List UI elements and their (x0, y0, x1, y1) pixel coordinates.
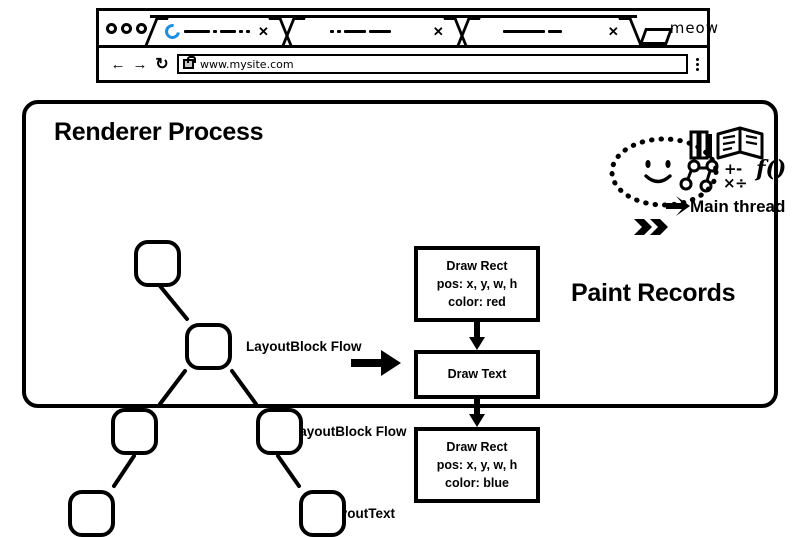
tree-node-root[interactable] (134, 240, 181, 287)
browser-toolbar: ← → ↻ www.mysite.com (99, 48, 707, 80)
function-icon: f() (754, 156, 786, 182)
diagram-canvas: ✕ ✕ (22, 8, 786, 537)
tab-1-title-placeholder (184, 25, 250, 39)
tab-3-close-icon[interactable]: ✕ (607, 24, 619, 39)
browser-tab-1[interactable]: ✕ (143, 15, 293, 47)
tab-3-title-placeholder (502, 25, 562, 39)
lock-icon (183, 56, 196, 69)
browser-window: ✕ ✕ (96, 8, 718, 83)
window-dot-2[interactable] (121, 22, 132, 34)
paint-record-2-line-1: Draw Text (447, 367, 507, 382)
paint-record-1[interactable]: Draw Rect pos: x, y, w, h color: red (414, 246, 540, 323)
page-title: Renderer Process (54, 118, 264, 146)
browser-tab-3[interactable]: ✕ (455, 15, 643, 47)
tab-2-body[interactable]: ✕ (300, 17, 449, 47)
paint-record-3[interactable]: Draw Rect pos: x, y, w, h color: blue (414, 426, 540, 503)
tab-3-body[interactable]: ✕ (475, 17, 624, 47)
paint-connector-2 (414, 398, 540, 427)
paint-records-list: Draw Rect pos: x, y, w, h color: red Dra… (414, 246, 540, 503)
tab-1-body[interactable]: ✕ (162, 17, 274, 47)
tree-node-block-1[interactable] (185, 323, 232, 370)
back-icon[interactable]: ← (110, 55, 126, 73)
svg-text:÷: ÷ (735, 174, 748, 192)
layout-tree: LayoutBlock Flow LayoutBlock Flow Layout… (56, 164, 407, 537)
reload-icon[interactable]: ↻ (155, 56, 169, 73)
chevrons-icon (634, 196, 690, 235)
new-tab-button[interactable] (638, 28, 673, 45)
tree-node-text-1[interactable] (68, 490, 115, 537)
paint-record-3-line-3: color: blue (445, 475, 509, 490)
tab-2-title-placeholder (329, 25, 391, 39)
tab-2-close-icon[interactable]: ✕ (432, 24, 444, 39)
paint-record-2[interactable]: Draw Text (414, 350, 540, 399)
address-bar[interactable]: www.mysite.com (177, 54, 688, 74)
main-thread-label: Main thread (690, 197, 786, 216)
paint-connector-1 (414, 322, 540, 351)
kebab-menu-icon[interactable] (696, 57, 699, 71)
tree-label-1: LayoutBlock Flow (291, 424, 407, 439)
window-controls[interactable] (106, 22, 147, 34)
tree-label-0: LayoutBlock Flow (246, 339, 362, 354)
paint-records-title: Paint Records (571, 279, 736, 307)
browser-tab-2[interactable]: ✕ (280, 15, 468, 47)
window-dot-1[interactable] (106, 22, 117, 34)
paint-record-3-line-2: pos: x, y, w, h (436, 457, 518, 472)
forward-icon[interactable]: → (132, 55, 148, 73)
tree-node-block-2[interactable] (111, 408, 158, 455)
smiley-face-icon (609, 136, 719, 208)
address-bar-url: www.mysite.com (200, 57, 294, 71)
svg-text:-: - (736, 160, 742, 178)
main-thread-illustration: +- ×÷ f() Main thread (606, 124, 800, 239)
books-icon (689, 130, 712, 160)
tab-list: ✕ ✕ (143, 11, 673, 47)
browser-tabstrip: ✕ ✕ (99, 11, 718, 48)
paint-record-1-line-2: pos: x, y, w, h (436, 277, 518, 292)
tree-node-block-3[interactable] (256, 408, 303, 455)
window-dot-3[interactable] (136, 22, 147, 34)
tab-1-close-icon[interactable]: ✕ (258, 24, 269, 39)
svg-text:+: + (724, 160, 737, 178)
node-graph-icon (679, 159, 719, 193)
right-arrow-icon (351, 350, 401, 376)
paint-record-1-line-3: color: red (448, 295, 506, 310)
tree-node-text-2[interactable] (299, 490, 346, 537)
paint-record-3-line-1: Draw Rect (446, 439, 508, 454)
renderer-process-panel: Renderer Process LayoutBlock Flow Layout… (22, 100, 786, 537)
open-book-icon (716, 126, 764, 160)
browser-brand-label: meow (669, 19, 720, 37)
svg-text:×: × (723, 174, 736, 192)
paint-record-1-line-1: Draw Rect (446, 259, 508, 273)
svg-text:f(): f() (754, 156, 786, 182)
math-symbols-icon: +- ×÷ (723, 160, 748, 192)
